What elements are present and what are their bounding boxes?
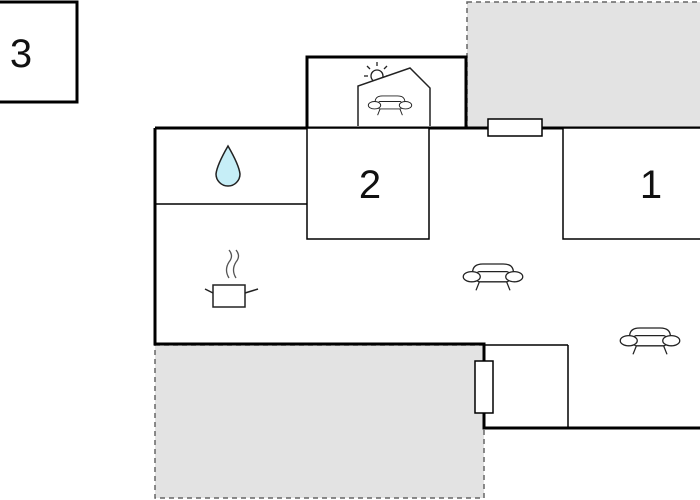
- water-drop-icon: [215, 144, 241, 187]
- room-3-box: [0, 0, 79, 104]
- room-label-2: 2: [359, 163, 381, 207]
- room-1-box: [562, 127, 700, 240]
- sofa-icon: [462, 263, 524, 291]
- room-label-3: 3: [10, 32, 32, 76]
- sun-house-icon: [357, 62, 431, 126]
- room-2-box: [306, 127, 430, 240]
- door-entrance: [474, 360, 494, 414]
- outdoor-area-bottom-left: [154, 344, 485, 499]
- outdoor-area-top-right: [466, 1, 700, 129]
- sofa-icon: [619, 327, 681, 355]
- window-top: [487, 118, 543, 137]
- room-label-1: 1: [640, 163, 662, 207]
- cooking-pot-icon: [204, 249, 259, 308]
